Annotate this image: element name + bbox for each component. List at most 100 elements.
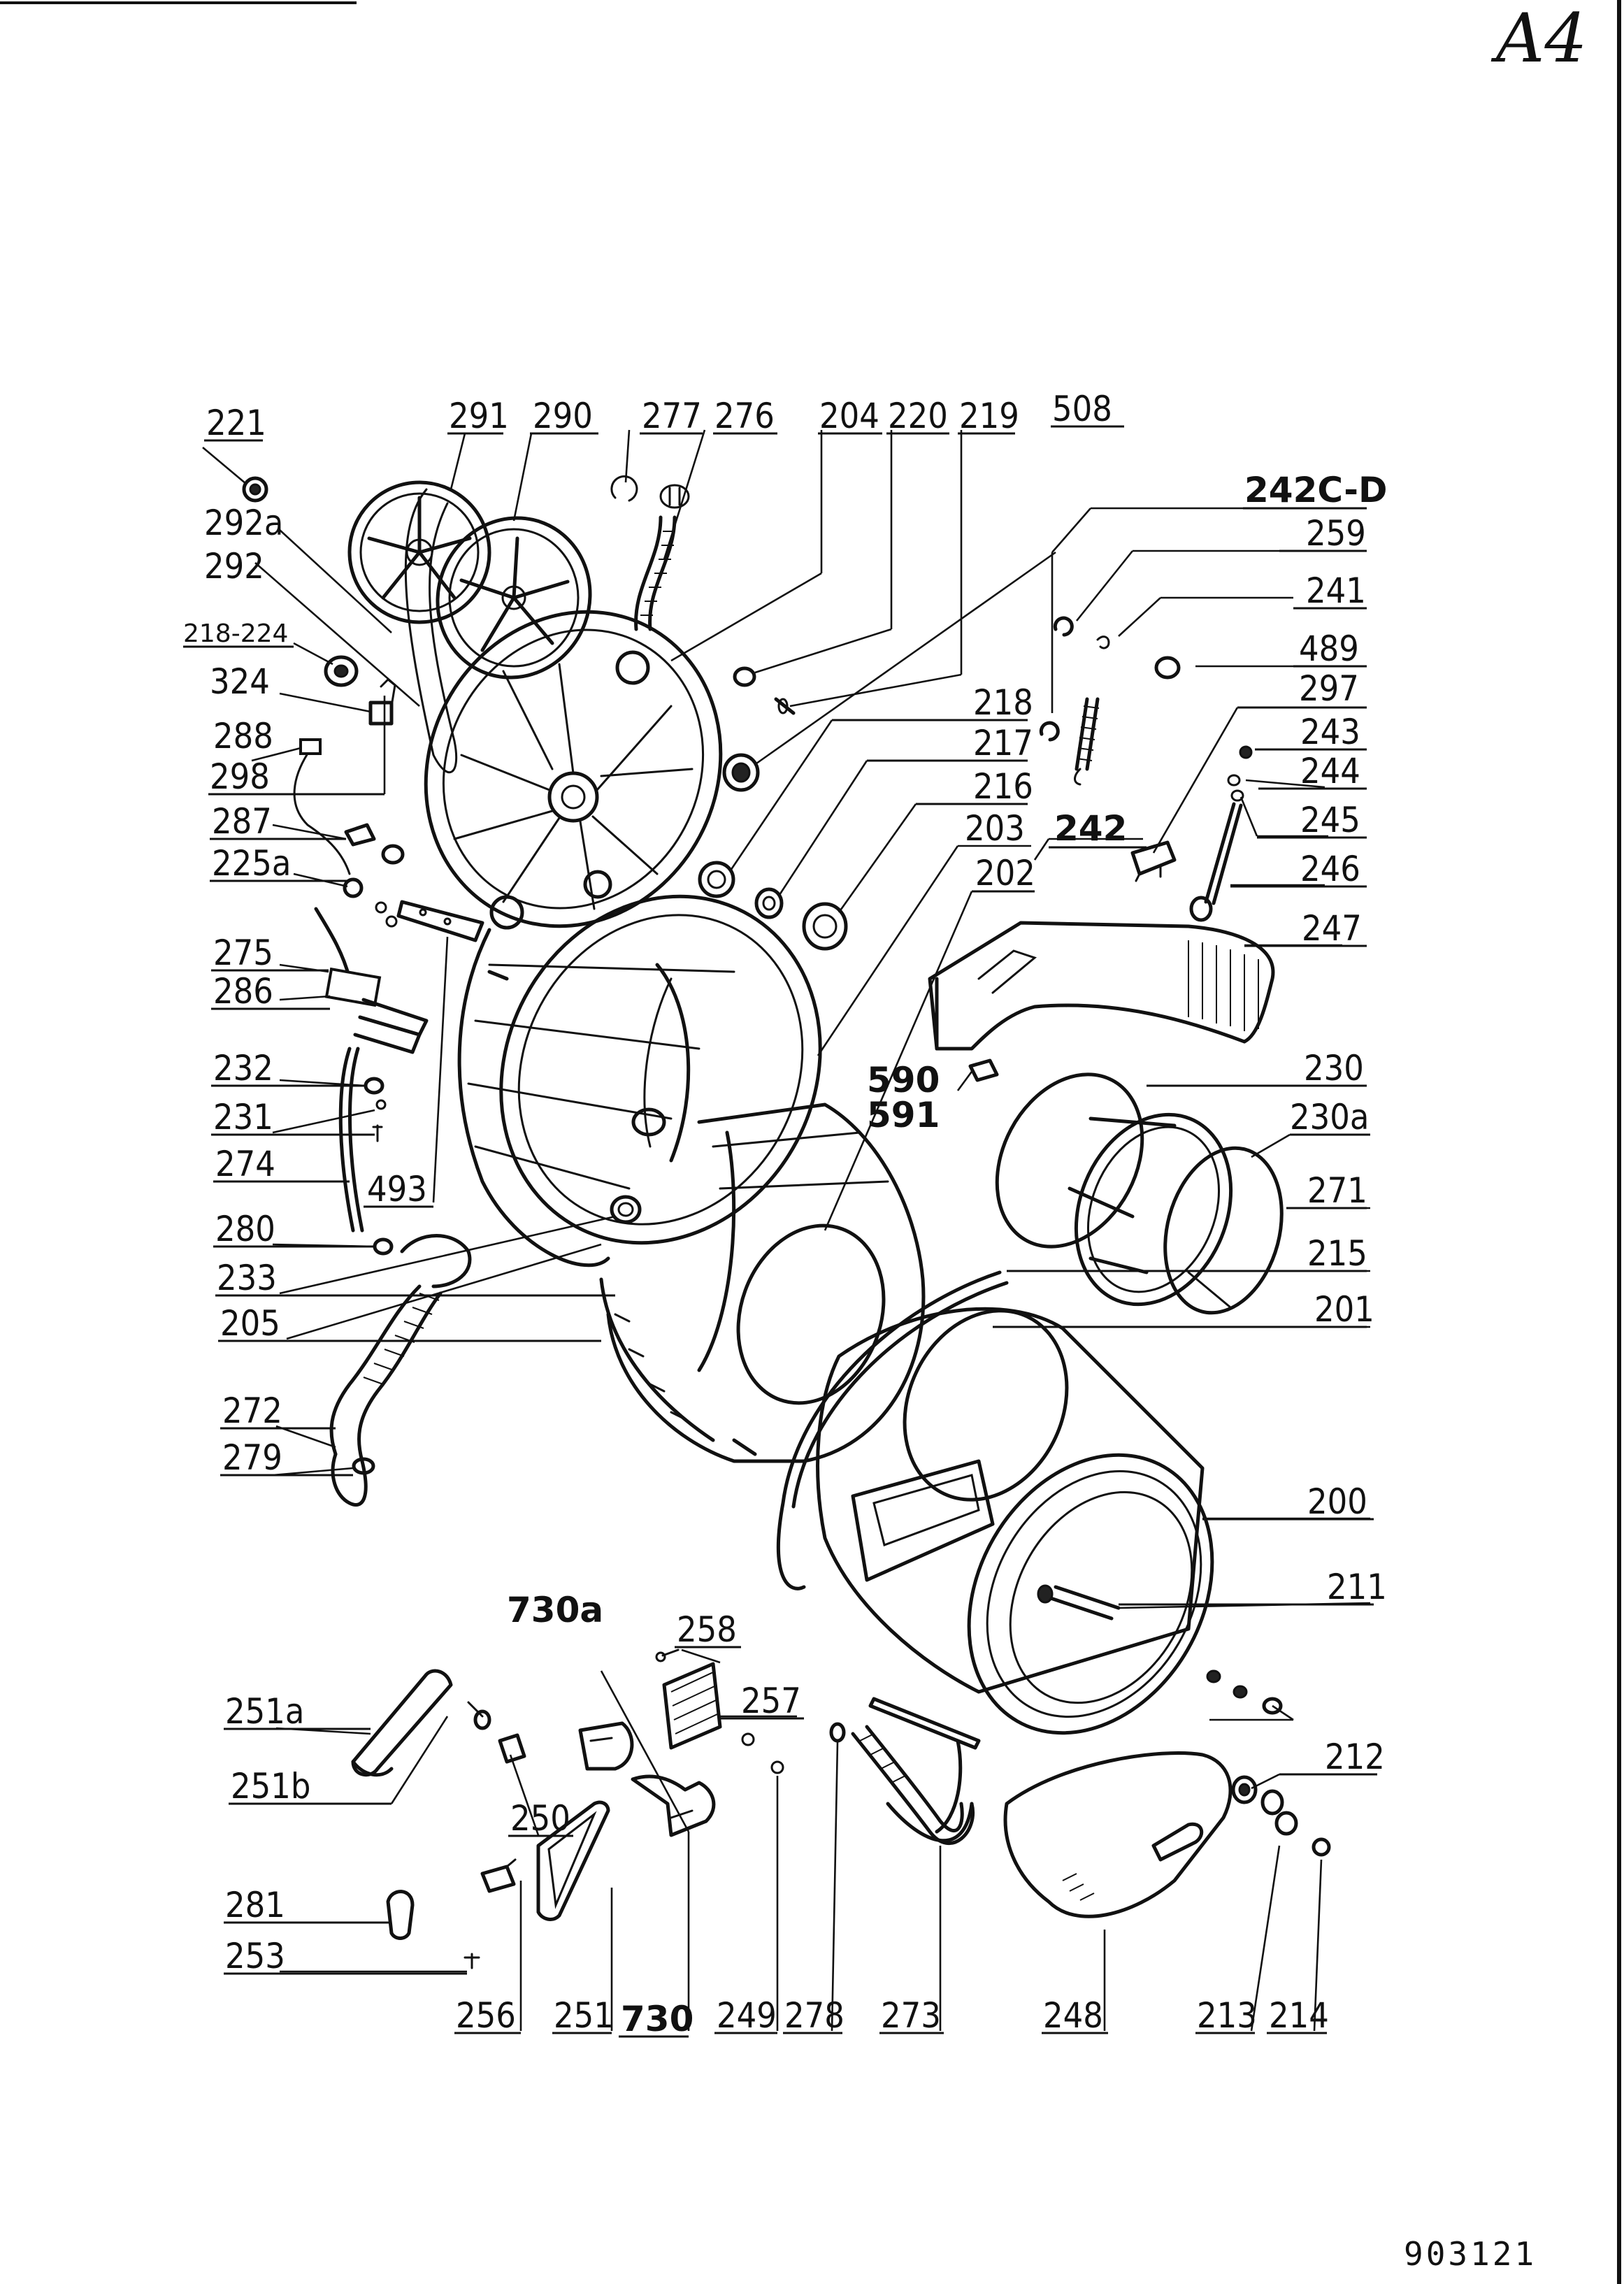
callout-489: 489 [1299,629,1359,669]
callout-212: 212 [1325,1737,1385,1777]
bracket-257 [655,1649,846,1774]
callout-246: 246 [1300,849,1360,889]
callout-730a: 730a [507,1590,603,1630]
callout-201: 201 [1314,1289,1374,1330]
hose-205 [329,1234,472,1507]
callout-243: 243 [1300,712,1360,752]
callout-273: 273 [881,1995,941,2036]
callout-218: 218 [973,682,1033,723]
counterweight-247 [928,921,1275,1051]
callout-242cd: 242C-D [1244,470,1387,510]
callout-256: 256 [456,1995,516,2036]
latch-730 [578,1721,716,1837]
callout-730: 730 [621,1999,694,2039]
callout-591: 591 [867,1095,940,1135]
counterweight-248 [1003,1751,1233,1918]
pulley-290 [436,516,592,680]
callout-508: 508 [1052,389,1112,429]
callout-216: 216 [973,766,1033,807]
callout-205: 205 [220,1303,280,1344]
left-small-parts [242,476,509,981]
callout-275: 275 [213,933,273,973]
callout-278: 278 [784,1995,845,2036]
plate-590 [968,1058,999,1082]
callout-213: 213 [1197,1995,1257,2036]
callout-202: 202 [975,853,1035,893]
callout-251: 251 [554,1995,614,2036]
callout-217: 217 [973,723,1033,763]
callout-250: 250 [510,1798,570,1839]
callout-233: 233 [217,1258,277,1298]
front-frame-200 [816,1307,1214,1735]
callout-287: 287 [212,801,272,842]
callout-272: 272 [222,1391,282,1431]
callout-281: 281 [225,1885,285,1925]
callout-203: 203 [965,808,1025,849]
callout-204: 204 [819,396,879,436]
callout-244: 244 [1300,751,1360,791]
callout-253: 253 [225,1936,285,1976]
belt-292 [404,488,458,773]
callout-215: 215 [1307,1233,1367,1274]
callout-291: 291 [449,396,509,436]
callout-230a: 230a [1290,1097,1369,1137]
callout-324: 324 [210,661,270,702]
callout-248: 248 [1043,1995,1103,2036]
callout-259: 259 [1306,513,1366,554]
tub-202 [599,1103,926,1463]
leader-lines [202,429,1371,2032]
nuts-212-214 [1231,1775,1331,1857]
callout-225a: 225a [212,843,291,884]
callout-214: 214 [1269,1995,1329,2036]
callout-218-224: 218-224 [183,619,288,648]
hose-276 [610,475,690,631]
small-parts-bottom-left [386,1858,517,1969]
pulley-291 [347,480,491,624]
hose-273 [851,1697,981,1846]
callout-279: 279 [222,1437,282,1478]
callout-labels: 221 291 290 277 276 204 220 219 508 242C… [183,389,1387,2039]
callout-232: 232 [213,1048,273,1089]
part-drawings [242,475,1331,1969]
callout-258: 258 [677,1609,737,1650]
callout-231: 231 [213,1097,273,1137]
shock-absorber-246 [1130,745,1253,922]
callout-590: 590 [867,1060,940,1100]
callout-277: 277 [642,396,702,436]
callout-245: 245 [1300,800,1360,840]
heater-286 [314,907,429,1256]
clamp-ring-215 [776,1270,1009,1590]
drum-203 [457,894,822,1267]
callout-493: 493 [367,1169,427,1209]
door-seal-230 [995,1072,1284,1315]
callout-297: 297 [1299,668,1359,709]
document-number: 903121 [1404,2235,1537,2273]
callout-220: 220 [888,396,948,436]
callout-247: 247 [1302,908,1362,949]
callout-200: 200 [1307,1481,1367,1522]
tub-back-plate [424,610,723,930]
callout-219: 219 [959,396,1019,436]
bearing-parts [698,666,848,951]
callout-271: 271 [1307,1170,1367,1211]
callout-286: 286 [213,971,273,1012]
handle-251a [351,1669,491,1777]
corner-mark: A4 [1490,0,1587,78]
callout-288: 288 [213,716,273,756]
callout-257: 257 [741,1681,801,1721]
callout-274: 274 [215,1144,275,1184]
callout-280: 280 [215,1209,275,1249]
callout-292a: 292a [204,503,283,543]
callout-251a: 251a [225,1691,304,1732]
bolts-211 [1037,1584,1283,1715]
callout-230: 230 [1304,1048,1364,1089]
callout-290: 290 [533,396,593,436]
callout-241: 241 [1306,570,1366,611]
callout-298: 298 [210,756,270,797]
callout-276: 276 [714,396,775,436]
frame-251 [498,1733,610,1921]
callout-221: 221 [206,403,266,443]
callout-211: 211 [1327,1567,1387,1607]
spring-242 [1039,616,1181,786]
